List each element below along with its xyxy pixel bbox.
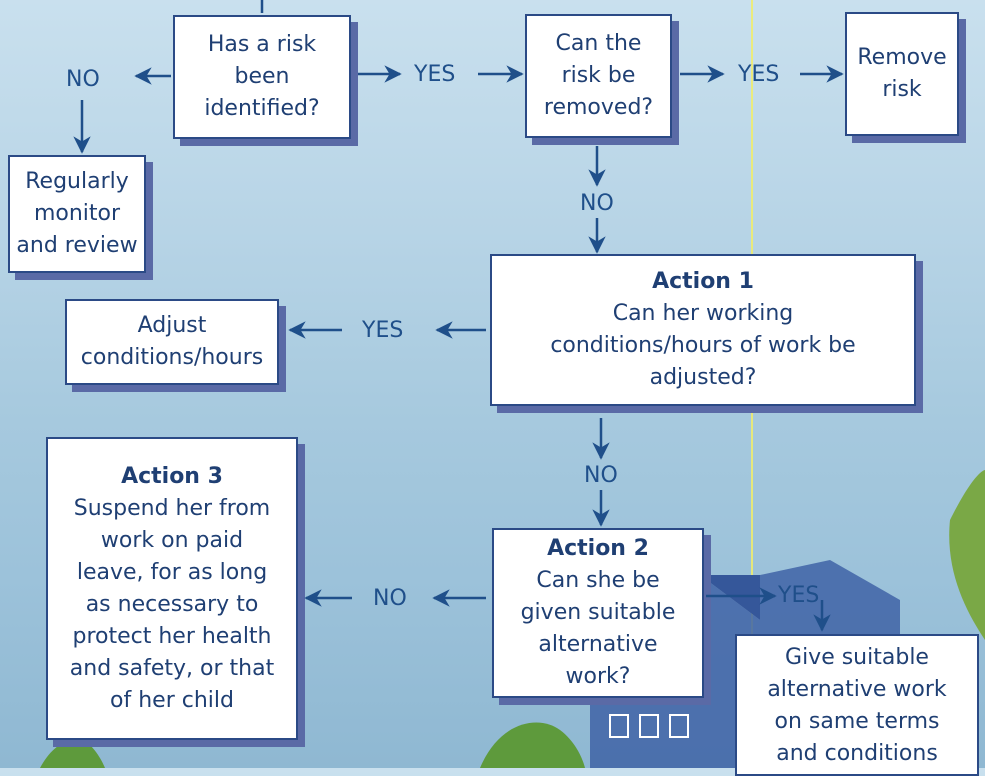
label-yes-2: YES	[738, 62, 780, 87]
window-shape	[639, 714, 659, 738]
roof-shape	[700, 575, 760, 620]
label-yes-1: YES	[414, 62, 456, 87]
label-no-4: NO	[373, 586, 407, 611]
box-title: Action 3	[121, 463, 223, 489]
box-line: work?	[565, 664, 631, 689]
window-shape	[609, 714, 629, 738]
action1-box: Action 1 Can her working conditions/hour…	[490, 254, 916, 406]
box-line: Remove	[857, 45, 947, 70]
foliage-bottom-left	[40, 740, 105, 768]
box-title: Action 2	[547, 536, 649, 561]
box-line: monitor	[33, 201, 121, 226]
box-line: and review	[16, 233, 138, 258]
window-shape	[669, 714, 689, 738]
box-line: alternative	[538, 632, 658, 657]
box-line: and safety, or that	[69, 655, 275, 681]
box-line: Regularly	[25, 169, 129, 194]
box-line: risk	[882, 77, 922, 102]
action2-box: Action 2 Can she be given suitable alter…	[492, 528, 704, 698]
box-line: Can her working	[612, 301, 794, 326]
box-line: conditions/hours	[80, 345, 264, 370]
box-line: conditions/hours of work be	[550, 333, 856, 358]
give-work-box: Give suitable alternative work on same t…	[735, 634, 979, 776]
risk-removed-box: Can the risk be removed?	[525, 14, 672, 138]
action3-box: Action 3 Suspend her from work on paid l…	[46, 437, 298, 740]
box-line: protect her health	[72, 623, 272, 649]
label-yes-3: YES	[362, 318, 404, 343]
label-no-3: NO	[584, 463, 618, 488]
label-yes-4: YES	[778, 583, 820, 608]
box-line: Can she be	[536, 568, 660, 593]
box-line: Has a risk	[207, 32, 317, 57]
box-line: adjusted?	[649, 365, 757, 390]
box-line: Adjust	[137, 313, 207, 338]
box-line: Give suitable	[785, 645, 929, 670]
adjust-box: Adjust conditions/hours	[65, 299, 279, 385]
box-line: identified?	[204, 96, 320, 121]
box-line: given suitable	[520, 600, 676, 625]
box-line: work on paid	[100, 527, 244, 553]
label-no-1: NO	[66, 67, 100, 92]
box-line: leave, for as long	[76, 559, 268, 585]
box-line: and conditions	[776, 741, 938, 766]
box-title: Action 1	[652, 269, 754, 294]
box-line: been	[234, 64, 290, 89]
monitor-box: Regularly monitor and review	[8, 155, 146, 273]
box-line: Suspend her from	[73, 495, 271, 521]
risk-identified-box: Has a risk been identified?	[173, 15, 351, 139]
box-line: Can the	[555, 31, 642, 56]
foliage-right	[949, 470, 985, 640]
box-line: as necessary to	[85, 591, 259, 617]
remove-risk-box: Remove risk	[845, 12, 959, 136]
box-line: of her child	[110, 687, 234, 713]
foliage-bottom	[480, 722, 585, 768]
box-line: alternative work	[767, 677, 947, 702]
box-line: removed?	[543, 95, 654, 120]
box-line: risk be	[561, 63, 636, 88]
box-line: on same terms	[774, 709, 940, 734]
label-no-2: NO	[580, 191, 614, 216]
